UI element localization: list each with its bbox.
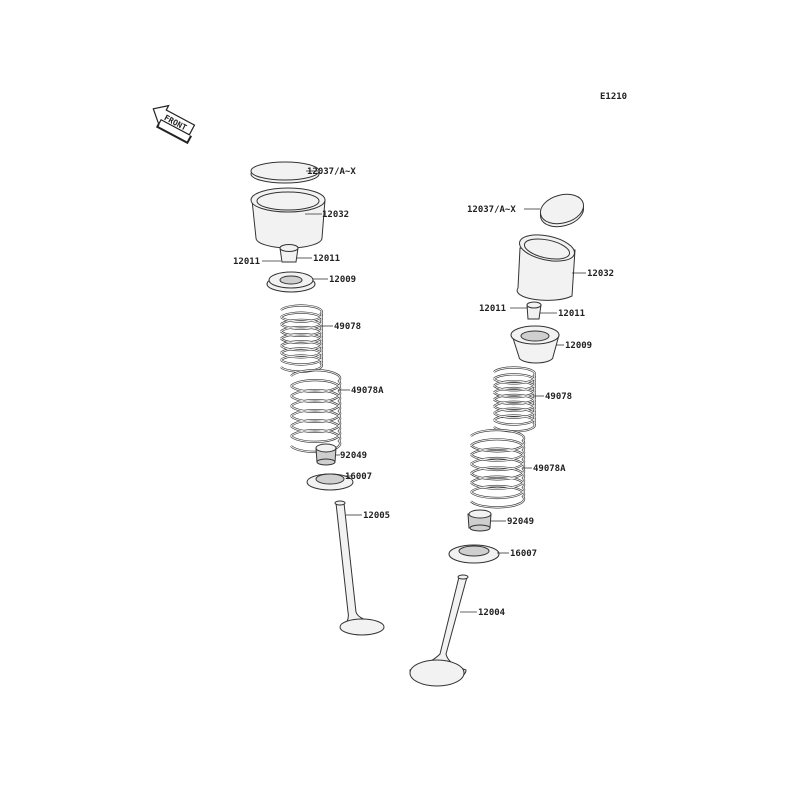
front-arrow-icon: FRONT xyxy=(152,104,196,145)
left-spring-seat[interactable] xyxy=(306,473,354,491)
right-outer-spring[interactable] xyxy=(470,428,526,509)
left-stem-seal-label: 92049 xyxy=(340,451,367,461)
right-stem-seal[interactable] xyxy=(467,509,492,532)
right-cotter-left-label: 12011 xyxy=(479,304,506,314)
right-retainer-label: 12009 xyxy=(565,341,592,351)
right-spring-seat-label: 16007 xyxy=(510,549,537,559)
left-outer-spring[interactable] xyxy=(290,369,342,453)
right-cotter-right-label: 12011 xyxy=(558,309,585,319)
right-tappet[interactable] xyxy=(516,230,577,301)
left-spring-seat-label: 16007 xyxy=(345,472,372,482)
right-stem-seal-label: 92049 xyxy=(507,517,534,527)
spring-coil xyxy=(470,429,525,508)
left-inner-spring-label: 49078 xyxy=(334,322,361,332)
right-outer-spring-label: 49078A xyxy=(533,464,566,474)
left-valve-label: 12005 xyxy=(363,511,390,521)
right-inner-spring[interactable] xyxy=(493,366,536,433)
diagram-code: E1210 xyxy=(600,92,627,102)
spring-coil xyxy=(493,366,536,433)
left-inner-spring[interactable] xyxy=(280,304,323,373)
left-retainer-label: 12009 xyxy=(329,275,356,285)
left-shim[interactable] xyxy=(250,161,320,184)
left-tappet[interactable] xyxy=(250,187,326,249)
left-cotter-left-label: 12011 xyxy=(233,257,260,267)
left-valve[interactable] xyxy=(334,500,385,636)
right-inner-spring-label: 49078 xyxy=(545,392,572,402)
right-shim-label: 12037/A~X xyxy=(467,205,516,215)
right-retainer[interactable] xyxy=(510,325,560,364)
right-spring-seat[interactable] xyxy=(448,544,500,564)
left-tappet-label: 12032 xyxy=(322,210,349,220)
left-retainer[interactable] xyxy=(266,271,316,293)
left-cotters[interactable] xyxy=(279,244,299,263)
spring-coil xyxy=(280,304,323,373)
left-valve-assembly: 12037/A~X 12032 12011 12011 12009 49078 xyxy=(233,161,390,636)
right-valve-label: 12004 xyxy=(478,608,506,618)
left-cotter-right-label: 12011 xyxy=(313,254,340,264)
right-valve[interactable] xyxy=(409,574,469,687)
left-shim-label: 12037/A~X xyxy=(307,167,356,177)
right-cotters[interactable] xyxy=(526,301,542,320)
right-shim[interactable] xyxy=(537,190,587,231)
spring-coil xyxy=(290,369,341,453)
spring-coil xyxy=(280,305,323,373)
left-stem-seal[interactable] xyxy=(315,443,337,466)
right-tappet-label: 12032 xyxy=(587,269,614,279)
left-outer-spring-label: 49078A xyxy=(351,386,384,396)
right-valve-assembly: 12037/A~X 12032 12011 12011 12009 49078 … xyxy=(409,190,614,687)
